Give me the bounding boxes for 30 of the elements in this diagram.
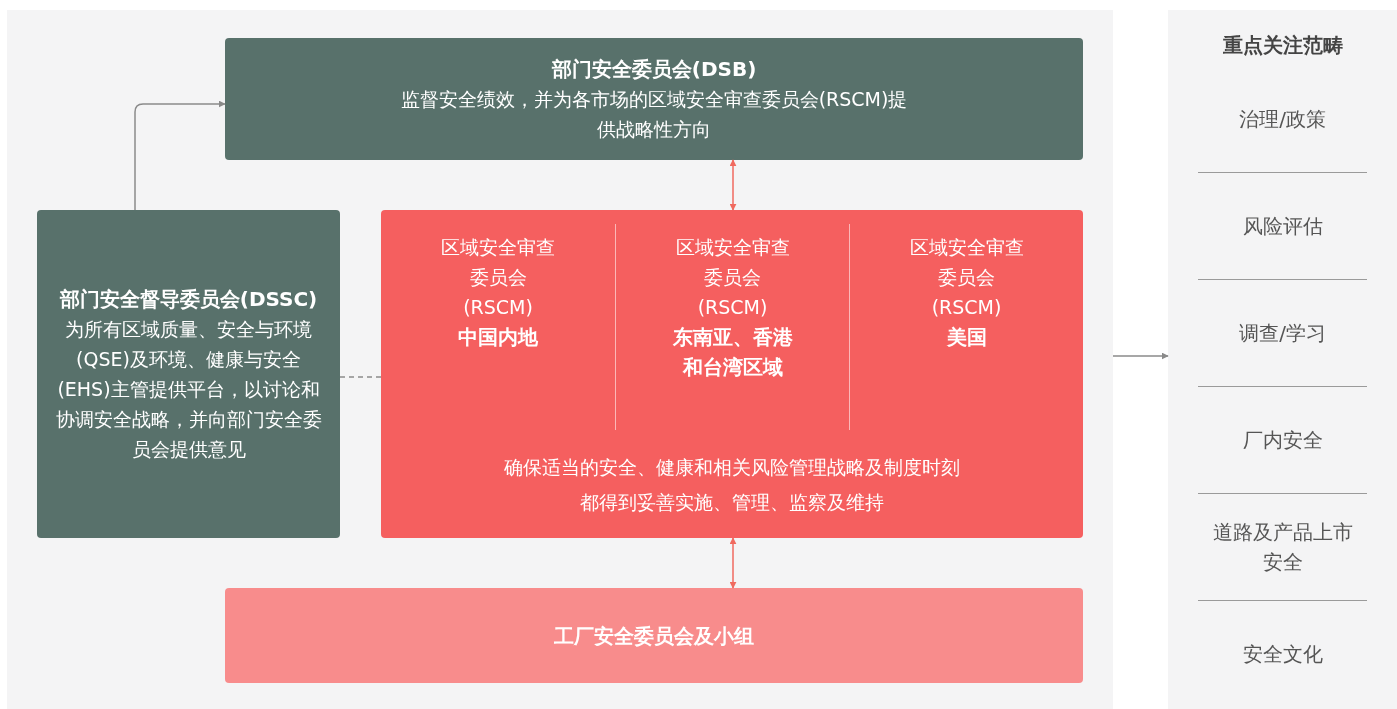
committee-heading: 部门安全委员会(DSB) bbox=[551, 56, 757, 83]
committee-title: 区域安全审查委员会(RSCM) bbox=[908, 235, 1025, 320]
mission-text: 确保适当的安全、健康和相关风险管理战略及制度时刻都得到妥善实施、管理、监察及维持 bbox=[503, 455, 961, 515]
committee-title: 区域安全审查委员会(RSCM) bbox=[440, 235, 556, 320]
arrow bbox=[134, 100, 226, 211]
focus-area-label: 安全文化 bbox=[1198, 600, 1367, 707]
committee-description: 为所有区域质量、安全与环境(QSE)及环境、健康与安全(EHS)主管提供平台，以讨论和协调安全战略，并向部门安全委员会提供意见 bbox=[54, 317, 323, 462]
committee-box bbox=[37, 210, 340, 538]
focus-area-label: 厂内安全 bbox=[1198, 386, 1367, 493]
focus-heading: 重点关注范畴 bbox=[1221, 32, 1344, 59]
focus-panel bbox=[1168, 10, 1397, 709]
dashed-connector bbox=[339, 376, 382, 378]
committee-heading: 工厂安全委员会及小组 bbox=[554, 622, 754, 650]
committee-heading: 部门安全督导委员会(DSSC) bbox=[59, 286, 318, 313]
committee-box bbox=[381, 210, 1083, 538]
arrow bbox=[1112, 352, 1169, 360]
region-name: 东南亚、香港和台湾区域 bbox=[671, 324, 794, 381]
focus-area-label: 风险评估 bbox=[1198, 172, 1367, 279]
committee-title: 区域安全审查委员会(RSCM) bbox=[674, 235, 791, 320]
focus-area-label: 治理/政策 bbox=[1238, 106, 1327, 133]
focus-area-label: 调查/学习 bbox=[1198, 279, 1367, 386]
committee-box bbox=[225, 38, 1083, 160]
region-name: 美国 bbox=[946, 324, 987, 351]
region-name: 中国内地 bbox=[458, 324, 538, 351]
committee-box bbox=[225, 588, 1083, 683]
background-panel bbox=[7, 10, 1113, 709]
committee-description: 监督安全绩效，并为各市场的区域安全审查委员会(RSCM)提供战略性方向 bbox=[399, 87, 909, 142]
arrow bbox=[729, 537, 737, 589]
arrow bbox=[729, 159, 737, 211]
focus-area-label: 道路及产品上市安全 bbox=[1198, 493, 1367, 600]
